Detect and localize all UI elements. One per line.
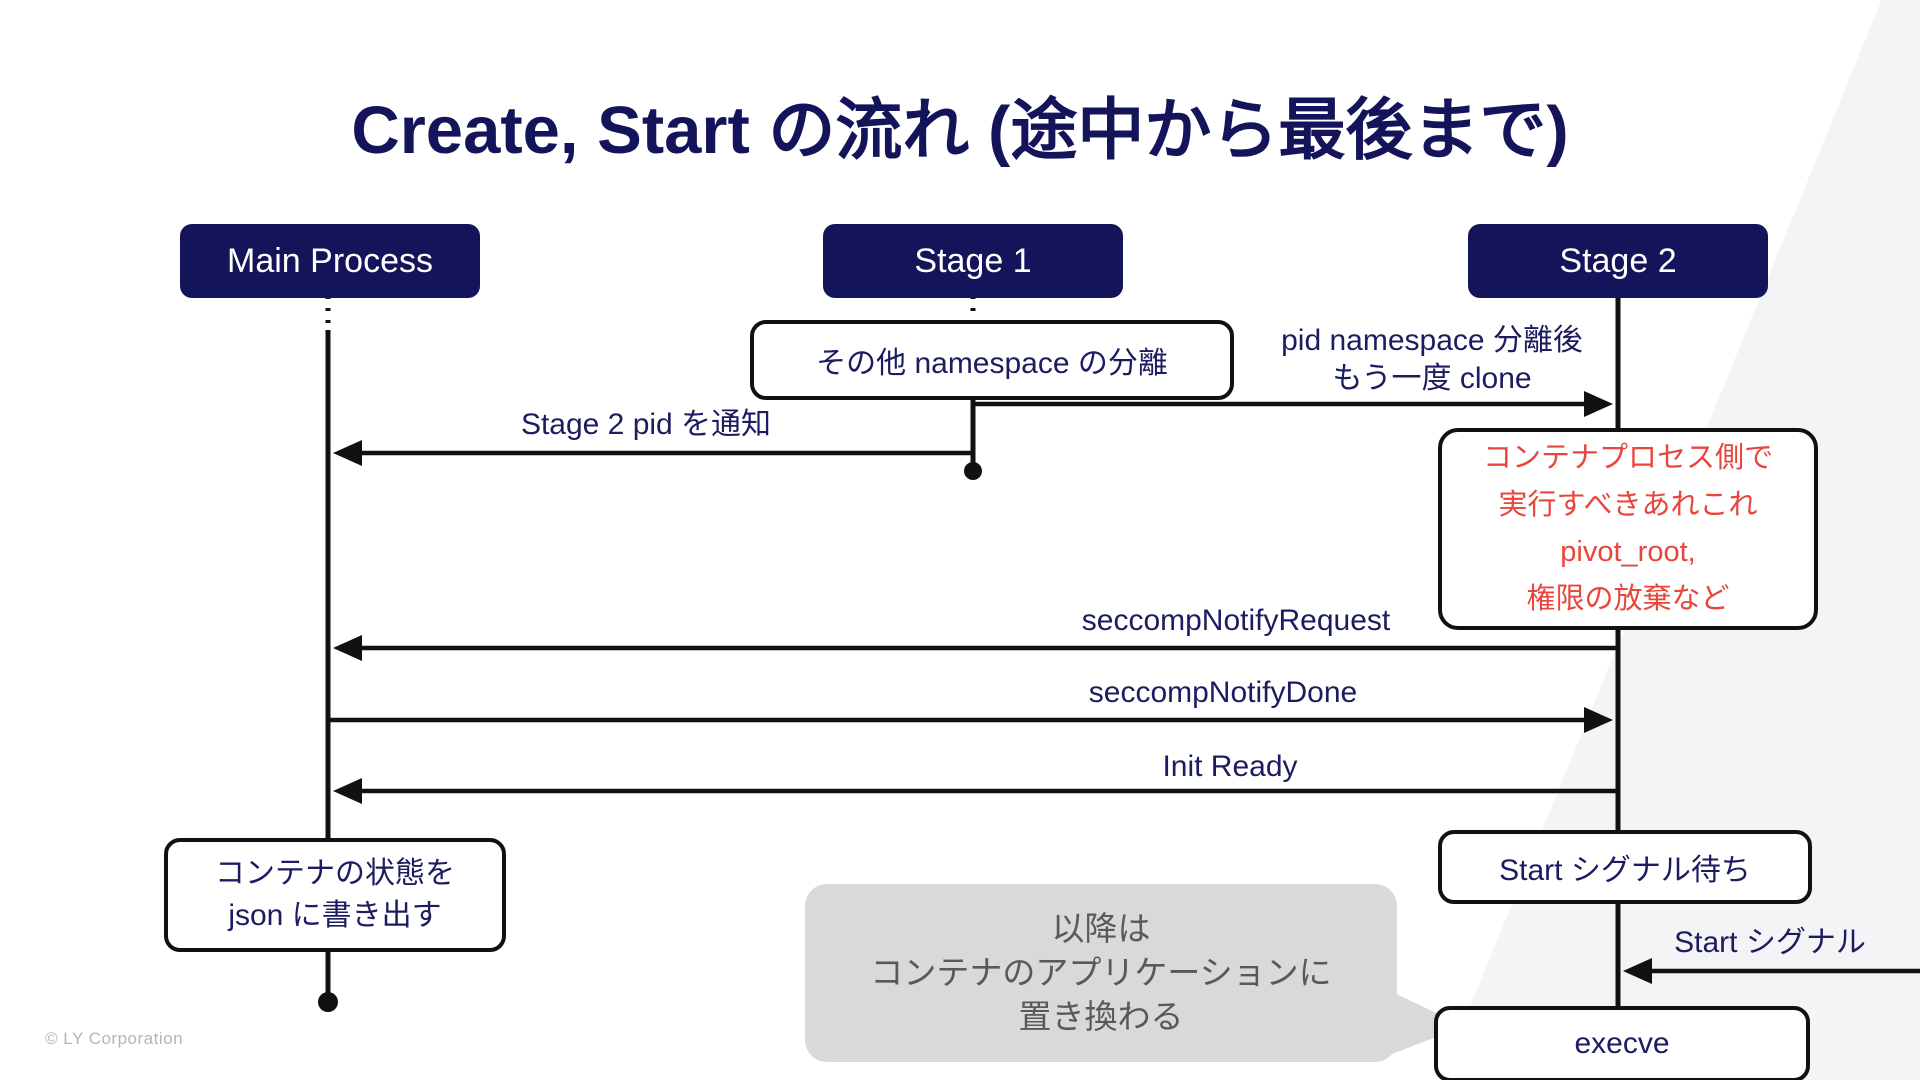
arrow-start-signal-head — [1623, 958, 1652, 984]
bubble-line1: 以降は — [1051, 910, 1151, 947]
box-write-container-state: コンテナの状態を json に書き出す — [164, 838, 506, 952]
box-stage1-namespace-action: その他 namespace の分離 — [750, 320, 1234, 400]
box-container-process-note: コンテナプロセス側で 実行すべきあれこれ pivot_root, 権限の放棄など — [1438, 428, 1818, 630]
bubble-app-takeover: 以降は コンテナのアプリケーションに 置き換わる — [805, 884, 1397, 1062]
note-line4: 権限の放棄など — [1526, 583, 1730, 615]
actor-main-process-label: Main Process — [227, 241, 433, 280]
box-execve: execve — [1434, 1006, 1810, 1080]
arrow-clone-head — [1584, 391, 1613, 417]
write-state-line2: json に書き出す — [228, 899, 442, 932]
note-line3: pivot_root, — [1560, 536, 1696, 568]
actor-main-process: Main Process — [180, 224, 480, 298]
box-wait-start-signal: Start シグナル待ち — [1438, 830, 1812, 904]
label-clone-message: pid namespace 分離後 もう一度 clone — [1240, 322, 1624, 398]
write-state-line1: コンテナの状態を — [215, 857, 455, 890]
label-clone-line2: もう一度 clone — [1332, 362, 1532, 395]
label-seccomp-notify-request: seccompNotifyRequest — [1081, 604, 1391, 637]
lifeline-main-end-dot — [318, 992, 338, 1012]
arrow-seccomp-done-head — [1584, 707, 1613, 733]
copyright-footer: © LY Corporation — [45, 1029, 184, 1048]
slide-title: Create, Start の流れ (途中から最後まで) — [351, 93, 1569, 168]
lifeline-stage1-end-dot — [964, 462, 982, 480]
bubble-line3: 置き換わる — [1018, 998, 1184, 1035]
arrow-notify-pid-head — [333, 440, 362, 466]
actor-stage2: Stage 2 — [1468, 224, 1768, 298]
actor-stage1: Stage 1 — [823, 224, 1123, 298]
box-execve-label: execve — [1574, 1027, 1670, 1060]
box-stage1-namespace-action-label: その他 namespace の分離 — [816, 347, 1168, 380]
box-wait-start-signal-label: Start シグナル待ち — [1499, 854, 1751, 887]
actor-stage2-label: Stage 2 — [1559, 241, 1677, 280]
note-line2: 実行すべきあれこれ — [1498, 489, 1758, 521]
note-line1: コンテナプロセス側で — [1482, 442, 1773, 474]
label-notify-pid: Stage 2 pid を通知 — [520, 408, 772, 441]
label-clone-line1: pid namespace 分離後 — [1281, 324, 1583, 357]
bubble-line2: コンテナのアプリケーションに — [870, 954, 1332, 991]
actor-stage1-label: Stage 1 — [914, 241, 1032, 280]
arrow-seccomp-request-head — [333, 635, 362, 661]
label-seccomp-notify-done: seccompNotifyDone — [1088, 676, 1358, 709]
label-init-ready: Init Ready — [1162, 750, 1298, 783]
label-start-signal: Start シグナル — [1674, 926, 1866, 959]
arrow-init-ready-head — [333, 778, 362, 804]
